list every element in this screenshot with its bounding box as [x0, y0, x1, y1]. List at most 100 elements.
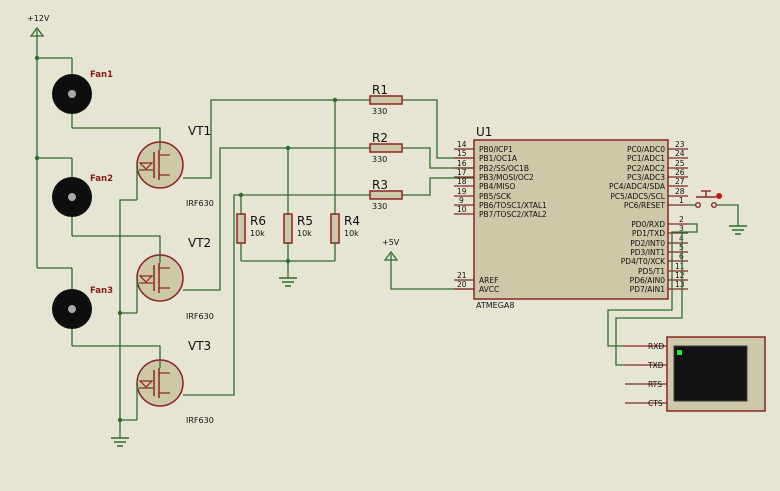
pin-num-18: 18	[457, 177, 467, 186]
resistor-r3: R3 330	[369, 178, 403, 211]
pin-num-14: 14	[457, 140, 467, 149]
pin-num-1: 1	[679, 196, 684, 205]
pin-num-13: 13	[675, 280, 685, 289]
vt3-ref: VT3	[188, 339, 211, 353]
pin-num-12: 12	[675, 271, 685, 280]
pin-num-27: 27	[675, 177, 685, 186]
pin-name-pb3: PB3/MOSI/OC2	[479, 173, 534, 182]
serial-wires	[607, 223, 698, 366]
fan-3: Fan3	[52, 268, 113, 346]
r6-value: 10k	[250, 229, 265, 238]
pin-name-pc6: PC6/RESET	[624, 201, 666, 210]
pin-num-28: 28	[675, 187, 685, 196]
r6-ref: R6	[250, 214, 266, 228]
resistor-r2: R2 330	[369, 131, 403, 164]
pin-name-pb0: PB0/ICP1	[479, 145, 513, 154]
pin-num-11: 11	[675, 262, 685, 271]
pin-num-16: 16	[457, 159, 467, 168]
pin-num-2: 2	[679, 215, 684, 224]
supply-5v-label: +5V	[382, 238, 400, 247]
pin-num-15: 15	[457, 149, 467, 158]
pin-name-pc1: PC1/ADC1	[627, 154, 665, 163]
mosfet-vt1: VT1 IRF630	[136, 124, 214, 208]
r3-ref: R3	[372, 178, 388, 192]
pin-num-20: 20	[457, 280, 467, 289]
pin-num-21: 21	[457, 271, 467, 280]
mcu-atmega8: U1 ATMEGA8 14 15 16 17 18 19 9 10 PB0/IC…	[454, 125, 688, 310]
drain-wires	[72, 127, 161, 361]
pin-num-19: 19	[457, 187, 467, 196]
mcu-left-pins: 14 15 16 17 18 19 9 10 PB0/ICP1 PB1/OC1A…	[454, 140, 547, 219]
mcu-power-pins: 21 20 AREF AVCC	[454, 271, 499, 294]
pin-name-pd1: PD1/TXD	[632, 229, 665, 238]
vt1-ref: VT1	[188, 124, 211, 138]
pin-name-pd5: PD5/T1	[638, 267, 665, 276]
r1-ref: R1	[372, 83, 388, 97]
r3-value: 330	[372, 202, 387, 211]
fan-2: Fan2	[52, 158, 113, 236]
pin-name-pb7: PB7/TOSC2/XTAL2	[479, 210, 547, 219]
mosfet-vt2: VT2 IRF630	[136, 236, 214, 321]
source-ground-rail	[111, 199, 138, 447]
pin-num-25: 25	[675, 159, 685, 168]
pin-name-pb5: PB5/SCK	[479, 192, 512, 201]
pin-name-pd3: PD3/INT1	[630, 248, 665, 257]
terminal-pin-rts: RTS	[648, 380, 662, 389]
vt2-ref: VT2	[188, 236, 211, 250]
supply-12v-label: +12V	[27, 14, 50, 23]
pin-name-pd4: PD4/T0/XCK	[621, 257, 666, 266]
gate-wires	[183, 99, 370, 396]
pin-name-pc5: PC5/ADC5/SCL	[610, 192, 665, 201]
resistor-r5	[283, 213, 293, 244]
r5-ref: R5	[297, 214, 313, 228]
pin-name-pd6: PD6/AIN0	[630, 276, 666, 285]
reset-button	[688, 190, 747, 235]
pin-name-pc3: PC3/ADC3	[627, 173, 665, 182]
pin-name-pd2: PD2/INT0	[630, 239, 665, 248]
pin-name-pc0: PC0/ADC0	[627, 145, 665, 154]
mcu-part: ATMEGA8	[476, 301, 514, 310]
pin-name-pd0: PD0/RXD	[631, 220, 665, 229]
r4-ref: R4	[344, 214, 360, 228]
pin-name-avcc: AVCC	[479, 285, 499, 294]
pin-num-24: 24	[675, 149, 685, 158]
vt1-part: IRF630	[186, 199, 214, 208]
pin-name-pb1: PB1/OC1A	[479, 154, 518, 163]
pin-name-aref: AREF	[479, 276, 498, 285]
resistor-r4	[330, 213, 340, 244]
fan-1: Fan1	[52, 58, 113, 128]
mcu-right-pins-top: 23 24 25 26 27 28 1 PC0/ADC0 PC1/ADC1 PC…	[609, 140, 688, 210]
pin-num-3: 3	[679, 224, 684, 233]
virtual-terminal: RXD TXD RTS CTS	[625, 336, 766, 412]
terminal-led	[677, 350, 682, 355]
fan-2-label: Fan2	[90, 174, 113, 184]
pin-name-pd7: PD7/AIN1	[630, 285, 666, 294]
pin-num-23: 23	[675, 140, 685, 149]
vt3-part: IRF630	[186, 416, 214, 425]
r2-value: 330	[372, 155, 387, 164]
supply-5v: +5V	[382, 238, 474, 290]
r2-ref: R2	[372, 131, 388, 145]
mcu-right-pins-bottom: 2 3 4 5 6 11 12 13 PD0/RXD PD1/TXD PD2/I…	[621, 215, 688, 294]
supply-12v: +12V	[27, 14, 72, 269]
pin-name-pc2: PC2/ADC2	[627, 164, 665, 173]
fan-3-label: Fan3	[90, 286, 113, 296]
pin-name-pc4: PC4/ADC4/SDA	[609, 182, 666, 191]
terminal-pin-txd: TXD	[647, 361, 664, 370]
pin-num-17: 17	[457, 168, 467, 177]
mosfet-vt3: VT3 IRF630	[136, 339, 214, 425]
resistor-r6	[236, 213, 246, 244]
resistor-r1: R1 330	[369, 83, 403, 116]
pin-num-26: 26	[675, 168, 685, 177]
pin-name-pb6: PB6/TOSC1/XTAL1	[479, 201, 547, 210]
fan-1-label: Fan1	[90, 70, 113, 80]
pin-name-pb4: PB4/MISO	[479, 182, 515, 191]
pulldown-network: R6 10k R5 10k R4 10k	[236, 97, 360, 287]
pin-num-9: 9	[459, 196, 464, 205]
terminal-pin-cts: CTS	[648, 399, 663, 408]
terminal-screen	[673, 345, 748, 402]
terminal-pin-rxd: RXD	[648, 342, 664, 351]
pin-name-pb2: PB2/SS/OC1B	[479, 164, 529, 173]
vt2-part: IRF630	[186, 312, 214, 321]
